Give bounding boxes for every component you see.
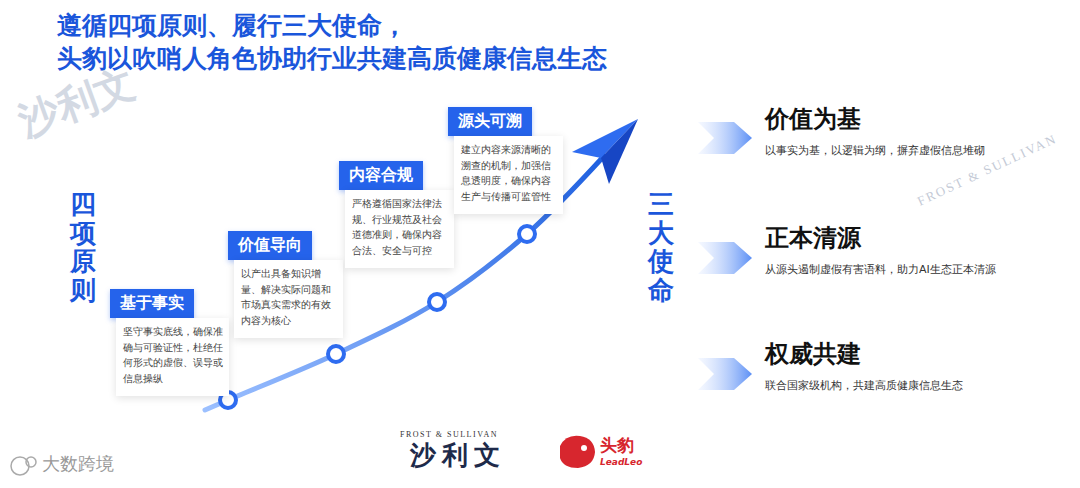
chevron [698, 122, 752, 154]
body-text: 严格遵循国家法律法规、行业规范及社会道德准则，确保内容合法、安全与可控 [345, 190, 454, 268]
body-text: 联合国家级机构，共建高质健康信息生态 [765, 378, 963, 393]
principle-card: 价值导向以产出具备知识增量、解决实际问题和市场真实需求的有效内容为核心 [228, 231, 343, 338]
step-dot [328, 346, 344, 362]
principle-card: 源头可溯建立内容来源清晰的溯查的机制，加强信息透明度，确保内容生产与传播可监管性 [448, 107, 563, 214]
chevrons [698, 122, 752, 390]
mission-item: 正本清源从源头遏制虚假有害语料，助力AI生态正本清源 [765, 222, 996, 277]
body-text: 以产出具备知识增量、解决实际问题和市场真实需求的有效内容为核心 [234, 260, 343, 338]
logo-shape [560, 436, 595, 468]
section-label: 四项原则 [70, 190, 96, 304]
mission-item: 权威共建联合国家级机构，共建高质健康信息生态 [765, 338, 963, 393]
heading: 基于事实 [110, 289, 194, 318]
heading: 正本清源 [765, 222, 996, 256]
logo-text: FROST & SULLIVAN [400, 430, 498, 440]
logo-text: 头豹 [600, 435, 634, 455]
logo-text: 沙利文 [410, 440, 506, 471]
watermark-icon [11, 457, 36, 475]
chevron [698, 358, 752, 390]
body-text: 以事实为基，以逻辑为纲，摒弃虚假信息堆砌 [765, 143, 985, 158]
step-dot [429, 294, 445, 310]
heading: 内容合规 [339, 161, 423, 190]
logo-text: LeadLeo [600, 457, 642, 468]
body-text: 从源头遏制虚假有害语料，助力AI生态正本清源 [765, 262, 996, 277]
title: 遵循四项原则、履行三大使命， 头豹以吹哨人角色协助行业共建高质健康信息生态 [57, 10, 757, 75]
logo-eye [581, 445, 587, 451]
plane-wing [601, 119, 638, 184]
section-label: 三大使命 [648, 190, 674, 304]
heading: 权威共建 [765, 338, 963, 372]
body-text: 坚守事实底线，确保准确与可验证性，杜绝任何形式的虚假、误导或信息操纵 [116, 318, 229, 396]
principle-card: 内容合规严格遵循国家法律法规、行业规范及社会道德准则，确保内容合法、安全与可控 [339, 161, 454, 268]
watermark: FROST & SULLIVAN [915, 131, 1059, 209]
mission-item: 价值为基以事实为基，以逻辑为纲，摒弃虚假信息堆砌 [765, 103, 985, 158]
heading: 价值为基 [765, 103, 985, 137]
heading: 价值导向 [228, 231, 312, 260]
principle-card: 基于事实坚守事实底线，确保准确与可验证性，杜绝任何形式的虚假、误导或信息操纵 [110, 289, 229, 396]
leadleo-icon [560, 436, 595, 468]
icon-ring [26, 457, 36, 467]
logo-text: 大数跨境 [42, 453, 114, 475]
body-text: 建立内容来源清晰的溯查的机制，加强信息透明度，确保内容生产与传播可监管性 [454, 136, 563, 214]
step-dot [519, 226, 535, 242]
paper-plane [572, 119, 638, 184]
heading: 源头可溯 [448, 107, 532, 136]
chevron [698, 242, 752, 274]
